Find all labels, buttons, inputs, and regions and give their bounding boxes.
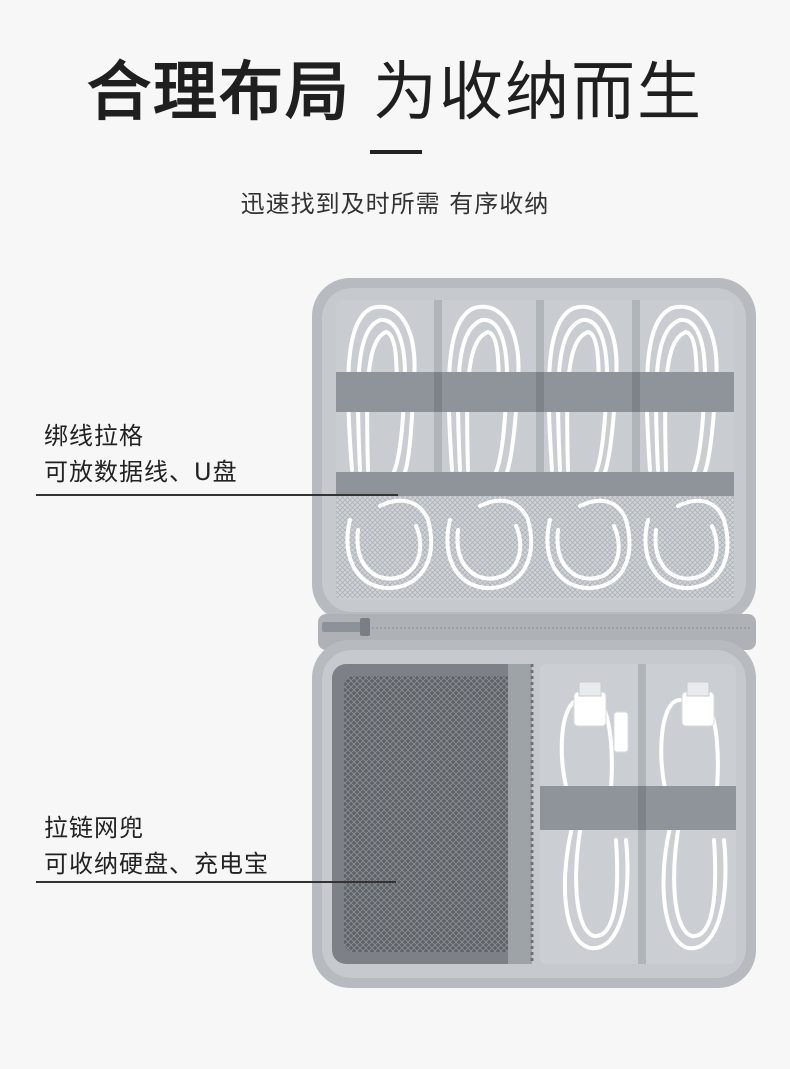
top-lid <box>312 278 756 622</box>
callout-cable-straps-title: 绑线拉格 <box>44 422 144 450</box>
callout-mesh-pocket-desc: 可收纳硬盘、充电宝 <box>44 850 269 878</box>
callout-line-1 <box>36 494 398 496</box>
callout-cable-straps-desc: 可放数据线、U盘 <box>44 458 238 486</box>
hero-title: 合理布局为收纳而生 <box>0 58 790 128</box>
top-straps <box>336 372 734 496</box>
subtitle: 迅速找到及时所需 有序收纳 <box>240 190 550 218</box>
callout-mesh-pocket-title: 拉链网兜 <box>44 814 144 842</box>
hero-title-bold: 合理布局 <box>87 56 351 130</box>
bottom-straps <box>540 786 736 830</box>
callout-mesh-pocket: 拉链网兜 可收纳硬盘、充电宝 <box>44 810 269 882</box>
callout-cable-straps: 绑线拉格 可放数据线、U盘 <box>44 418 238 490</box>
title-divider <box>370 150 422 154</box>
hero-title-light: 为收纳而生 <box>373 56 703 130</box>
callout-line-2 <box>36 881 396 883</box>
usb-plugs <box>573 681 715 753</box>
